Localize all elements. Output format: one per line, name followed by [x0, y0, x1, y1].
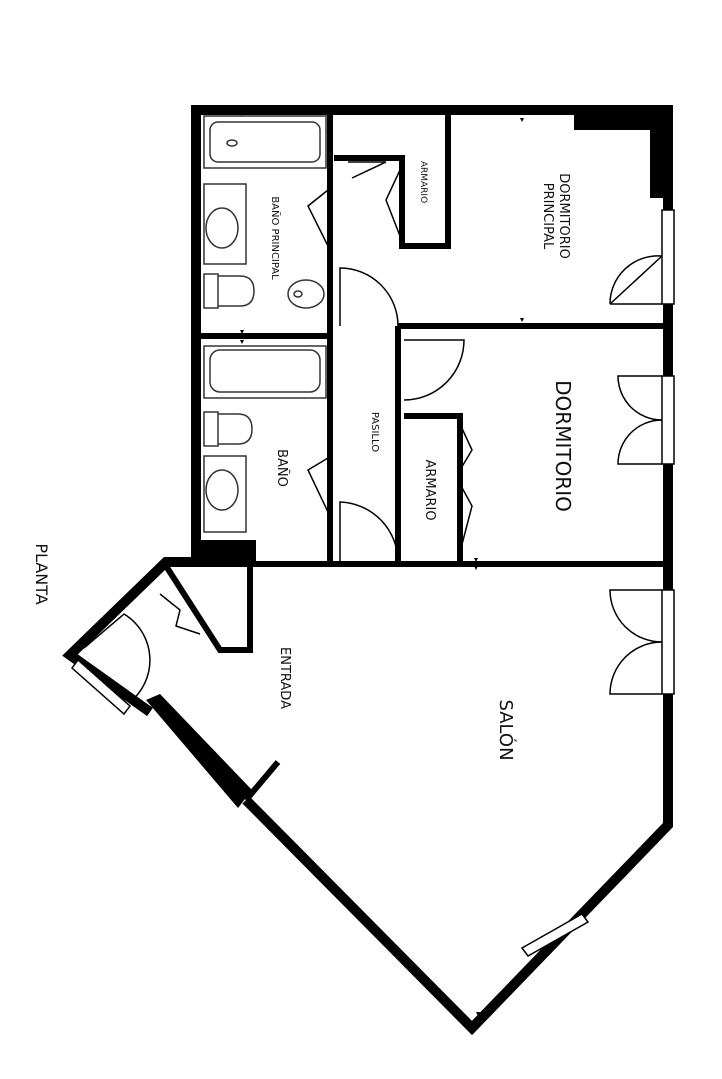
doors [83, 161, 663, 703]
room-label-dormitorio: DORMITORIO [551, 380, 575, 512]
sink-principal [203, 183, 247, 265]
windows [70, 209, 675, 957]
wall-markers [240, 112, 524, 1016]
room-label-bano: BAÑO [274, 449, 290, 487]
bathtub-principal [203, 115, 327, 169]
toilet-bano [203, 411, 253, 447]
room-label-dormitorio-principal-1: DORMITORIO [556, 173, 571, 259]
toilet-principal [203, 273, 255, 309]
sink-bano [203, 455, 247, 533]
room-label-salon: SALÓN [495, 699, 517, 760]
room-label-armario-top: ARMARIO [418, 161, 428, 203]
thick-walls [146, 106, 672, 808]
room-label-entrada: ENTRADA [277, 647, 292, 709]
bidet-principal [287, 279, 325, 309]
exterior-walls [62, 105, 673, 1036]
interior-walls [163, 112, 668, 802]
floor-label: PLANTA [32, 543, 51, 604]
room-label-bano-principal: BAÑO PRINCIPAL [269, 196, 282, 280]
room-label-pasillo: PASILLO [369, 412, 380, 452]
bathtub-bano [203, 345, 327, 399]
room-label-dormitorio-principal-2: PRINCIPAL [540, 183, 555, 250]
room-label-armario-mid: ARMARIO [422, 459, 437, 520]
